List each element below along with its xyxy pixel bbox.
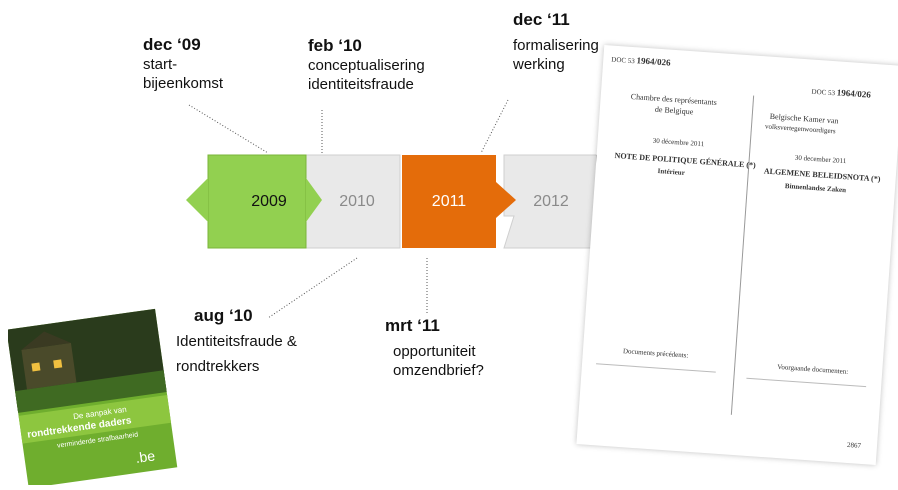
arrow-2009-left	[186, 178, 208, 222]
event-feb10-date: feb ‘10	[308, 36, 362, 55]
event-aug10-text1: Identiteitsfraude &	[176, 333, 297, 350]
year-2011: 2011	[431, 192, 467, 210]
connector-dec09	[188, 104, 269, 154]
event-mrt11-text2: omzendbrief?	[393, 362, 484, 379]
event-dec09-text2: bijeenkomst	[143, 75, 224, 92]
event-dec09-text1: start-	[143, 56, 178, 73]
arrow-2011	[496, 182, 516, 218]
connector-dec11	[480, 99, 509, 154]
booklet-logo: .be	[134, 447, 156, 466]
event-aug10-text2: rondtrekkers	[176, 358, 260, 375]
booklet-window-1	[31, 362, 41, 372]
doc-right-sub: Binnenlandse Zaken	[784, 181, 847, 195]
event-dec09-date: dec ‘09	[143, 35, 201, 54]
doc-right-footnote	[745, 377, 867, 406]
event-dec09: dec ‘09 start- bijeenkomst	[143, 35, 223, 93]
doc-right-title: ALGEMENE BELEIDSNOTA (*)	[763, 166, 881, 184]
year-2012: 2012	[533, 192, 569, 210]
event-feb10-text2: identiteitsfraude	[308, 76, 414, 93]
box-2010-shape	[305, 154, 401, 249]
doc-page-number: 2867	[846, 440, 862, 450]
event-aug10-date: aug ‘10	[194, 306, 253, 325]
doc-left-docs: Documents précédents:	[622, 347, 689, 360]
booklet-title-band	[18, 394, 172, 444]
event-dec11-date: dec ‘11	[513, 10, 570, 29]
doc-left-footnote	[594, 363, 716, 391]
doc-right-date: 30 december 2011	[794, 153, 847, 166]
doc-right-number: DOC 53 1964/026	[811, 87, 872, 100]
policy-document: DOC 53 1964/026 DOC 53 1964/026 Chambre …	[576, 45, 898, 465]
event-feb10: feb ‘10 conceptualisering identiteitsfra…	[308, 36, 425, 94]
booklet-house	[21, 342, 77, 390]
doc-left-date: 30 décembre 2011	[652, 136, 705, 149]
event-mrt11: mrt ‘11 opportuniteit omzendbrief?	[385, 316, 484, 380]
doc-left-title: NOTE DE POLITIQUE GÉNÉRALE (*)	[614, 151, 756, 170]
doc-left-chamber2: de Belgique	[654, 104, 694, 117]
box-2011-shape	[402, 155, 496, 248]
event-dec11: dec ‘11 formalisering werking	[513, 10, 599, 74]
doc-divider	[730, 95, 755, 415]
event-mrt11-text1: opportuniteit	[393, 343, 476, 360]
booklet-window-2	[53, 359, 63, 369]
doc-left-number: DOC 53 1964/026	[611, 55, 671, 68]
booklet-cover-graphic: De aanpak van rondtrekkende daders vermi…	[6, 308, 178, 489]
event-feb10-text1: conceptualisering	[308, 57, 425, 74]
booklet-hedge	[15, 370, 167, 413]
arrow-2009-right	[306, 178, 322, 222]
doc-left-chamber1: Chambre des représentants	[630, 92, 718, 107]
year-2009: 2009	[251, 192, 287, 210]
doc-right-docs: Voorgaande documenten:	[777, 362, 849, 376]
booklet-cover: De aanpak van rondtrekkende daders vermi…	[6, 300, 183, 489]
year-2010: 2010	[339, 192, 375, 210]
booklet-roof	[21, 331, 71, 350]
event-dec11-text2: werking	[513, 56, 565, 73]
doc-left-sub: Intérieur	[657, 167, 686, 177]
event-aug10: aug ‘10 Identiteitsfraude & rondtrekkers	[176, 306, 297, 376]
event-dec11-text1: formalisering	[513, 37, 599, 54]
event-mrt11-date: mrt ‘11	[385, 316, 440, 335]
